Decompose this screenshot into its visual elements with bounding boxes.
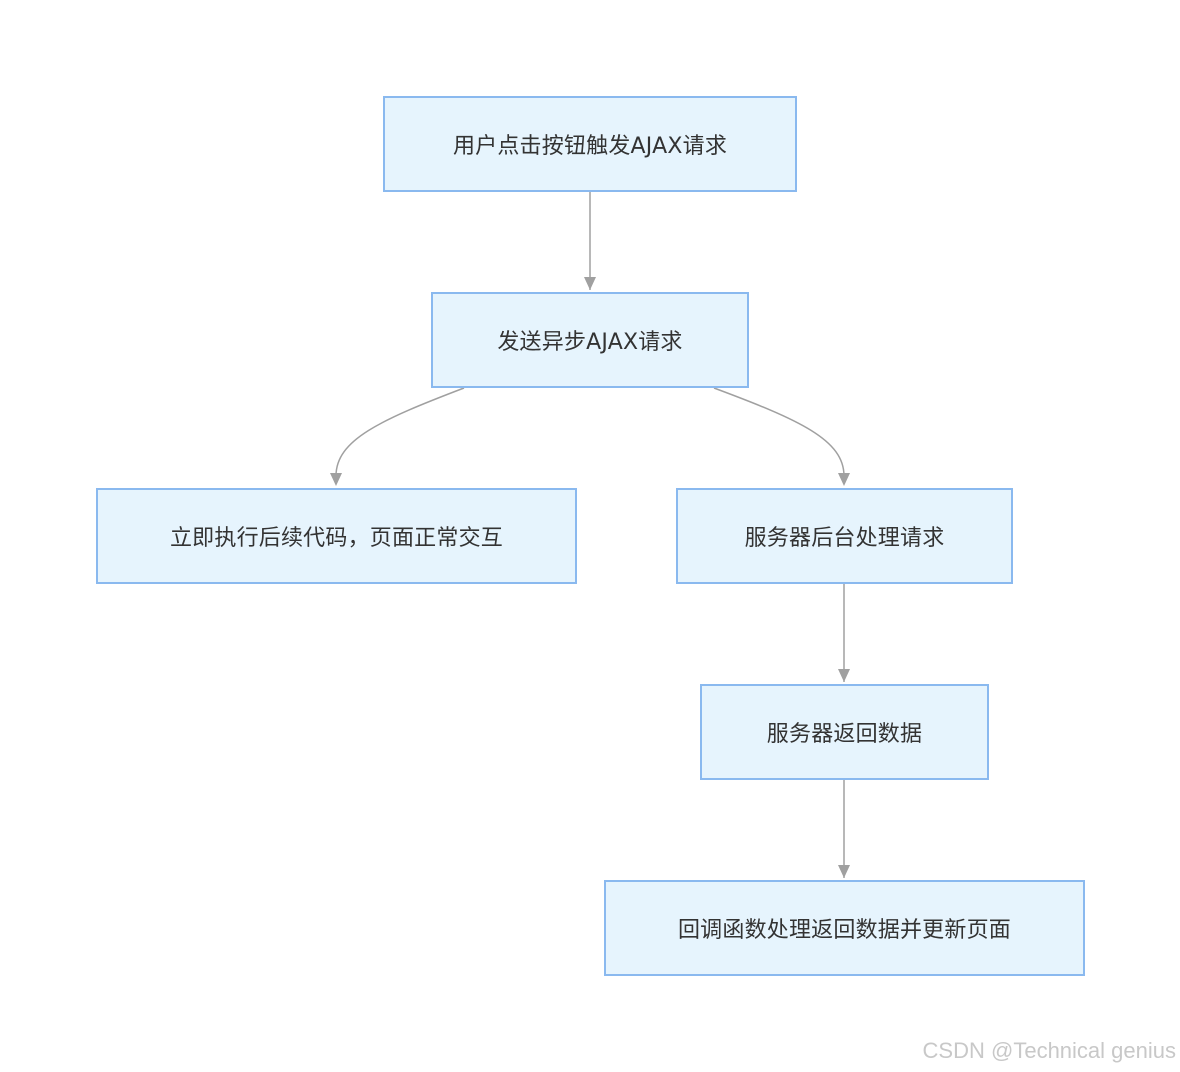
- node-user-click-trigger-ajax: 用户点击按钮触发AJAX请求: [383, 96, 797, 192]
- node-label: 发送异步AJAX请求: [497, 330, 683, 355]
- arrowhead-n2-n3: [330, 473, 342, 486]
- edge-n2-n3: [335, 387, 465, 477]
- node-label: 立即执行后续代码，页面正常交互: [169, 526, 503, 551]
- edge-n2-n4: [713, 387, 845, 477]
- node-label: 服务器后台处理请求: [744, 526, 945, 551]
- watermark-text: CSDN @Technical genius: [922, 1038, 1176, 1063]
- arrowhead-n2-n4: [838, 473, 850, 486]
- arrowhead-n5-n6: [838, 865, 850, 878]
- node-server-return-data: 服务器返回数据: [700, 684, 989, 780]
- arrowhead-n4-n5: [838, 669, 850, 682]
- node-label: 用户点击按钮触发AJAX请求: [452, 134, 728, 159]
- arrowhead-n1-n2: [584, 277, 596, 290]
- node-callback-update-page: 回调函数处理返回数据并更新页面: [604, 880, 1085, 976]
- node-label: 服务器返回数据: [766, 722, 923, 747]
- node-send-async-ajax: 发送异步AJAX请求: [431, 292, 749, 388]
- node-server-process-request: 服务器后台处理请求: [676, 488, 1013, 584]
- node-continue-execution: 立即执行后续代码，页面正常交互: [96, 488, 577, 584]
- node-label: 回调函数处理返回数据并更新页面: [677, 918, 1011, 943]
